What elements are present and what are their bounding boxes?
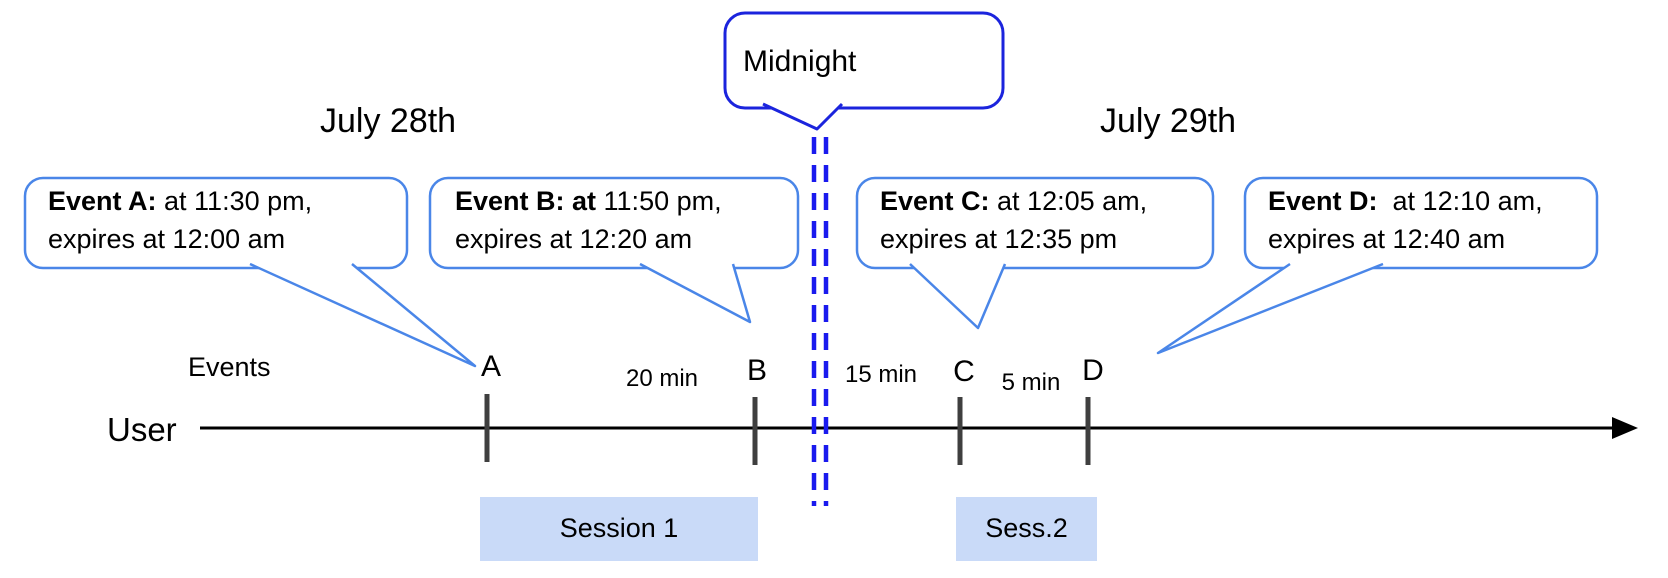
tick-label-a: A [480, 350, 502, 383]
event-c-text: Event C: at 12:05 am, expires at 12:35 p… [880, 182, 1147, 258]
event-d-time: at 12:10 am, [1377, 186, 1543, 216]
event-a-callout-box [23, 176, 409, 270]
interval-b-c: 15 min [844, 361, 918, 388]
event-d-line1: Event D: at 12:10 am, [1268, 182, 1543, 220]
event-a-callout-tail [249, 262, 477, 368]
tick-label-c: C [953, 355, 975, 388]
midnight-callout-tail [762, 102, 844, 131]
date-july-29: July 29th [1100, 102, 1237, 140]
user-row-label: User [107, 411, 177, 448]
event-b-line2: expires at 12:20 am [455, 224, 693, 254]
event-c-line1: Event C: at 12:05 am, [880, 182, 1147, 220]
event-b-text: Event B: at 11:50 pm, expires at 12:20 a… [455, 182, 722, 258]
event-c-line2: expires at 12:35 pm [880, 224, 1118, 254]
event-b-line1: Event B: at 11:50 pm, [455, 182, 722, 220]
event-c-callout-tail [909, 263, 1007, 330]
event-b-time: 11:50 pm, [596, 186, 722, 216]
event-d-callout-tail [1156, 262, 1384, 355]
event-d-title: Event D: [1268, 186, 1378, 216]
midnight-callout-box [723, 11, 1005, 110]
event-d-text: Event D: at 12:10 am, expires at 12:40 a… [1268, 182, 1543, 258]
midnight-label: Midnight [743, 45, 857, 78]
event-a-time: at 11:30 pm, [156, 186, 313, 216]
event-a-line1: Event A: at 11:30 pm, [48, 182, 312, 220]
tick-label-b: B [746, 354, 768, 387]
timeline-arrowhead [1612, 417, 1638, 439]
event-d-callout-box [1243, 176, 1599, 270]
interval-c-d: 5 min [1001, 369, 1061, 396]
session-1-label: Session 1 [559, 513, 679, 543]
event-c-time: at 12:05 am, [989, 186, 1148, 216]
event-c-title: Event C: [880, 186, 990, 216]
event-a-text: Event A: at 11:30 pm, expires at 12:00 a… [48, 182, 312, 258]
session-1-box [480, 497, 758, 561]
event-c-callout-box [855, 176, 1215, 270]
event-a-title: Event A: [48, 186, 157, 216]
event-a-line2: expires at 12:00 am [48, 224, 286, 254]
event-b-callout-tail [639, 262, 752, 324]
interval-a-b: 20 min [625, 365, 699, 392]
events-row-label: Events [188, 352, 271, 382]
event-b-callout-box [428, 176, 800, 270]
event-b-title: Event B: at [455, 186, 597, 216]
event-d-line2: expires at 12:40 am [1268, 224, 1506, 254]
session-2-label: Sess.2 [985, 513, 1068, 543]
date-july-28: July 28th [320, 102, 457, 140]
session-2-box [956, 497, 1097, 561]
tick-label-d: D [1082, 354, 1104, 387]
